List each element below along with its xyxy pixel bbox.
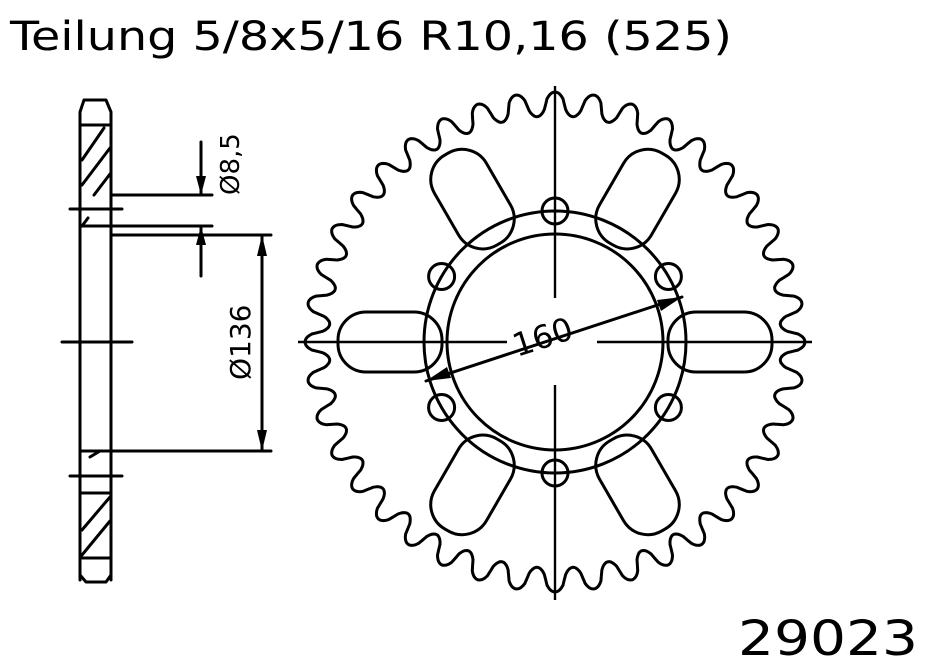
bolt-hole — [653, 262, 683, 291]
lightening-slot — [594, 433, 681, 537]
lightening-slots — [336, 147, 774, 537]
center-bore-diameter-label: Ø136 — [224, 305, 257, 380]
hatch-bottom — [80, 495, 112, 557]
hatch-top — [80, 126, 112, 197]
lightening-slot — [429, 147, 516, 251]
bolt-hole-diameter-label: Ø8,5 — [216, 133, 246, 195]
sprocket-front-view: 160 — [298, 86, 812, 600]
part-number: 29023 — [738, 611, 918, 667]
lightening-slot — [594, 147, 681, 251]
title-text: Teilung 5/8x5/16 R10,16 (525) — [9, 14, 732, 60]
side-view: Ø8,5 Ø136 — [60, 98, 273, 584]
bolt-hole — [427, 393, 457, 422]
bolt-hole — [653, 393, 683, 422]
lightening-slot — [429, 433, 516, 537]
bolt-hole — [427, 262, 457, 291]
bolt-circle-diameter-label: 160 — [508, 310, 578, 365]
